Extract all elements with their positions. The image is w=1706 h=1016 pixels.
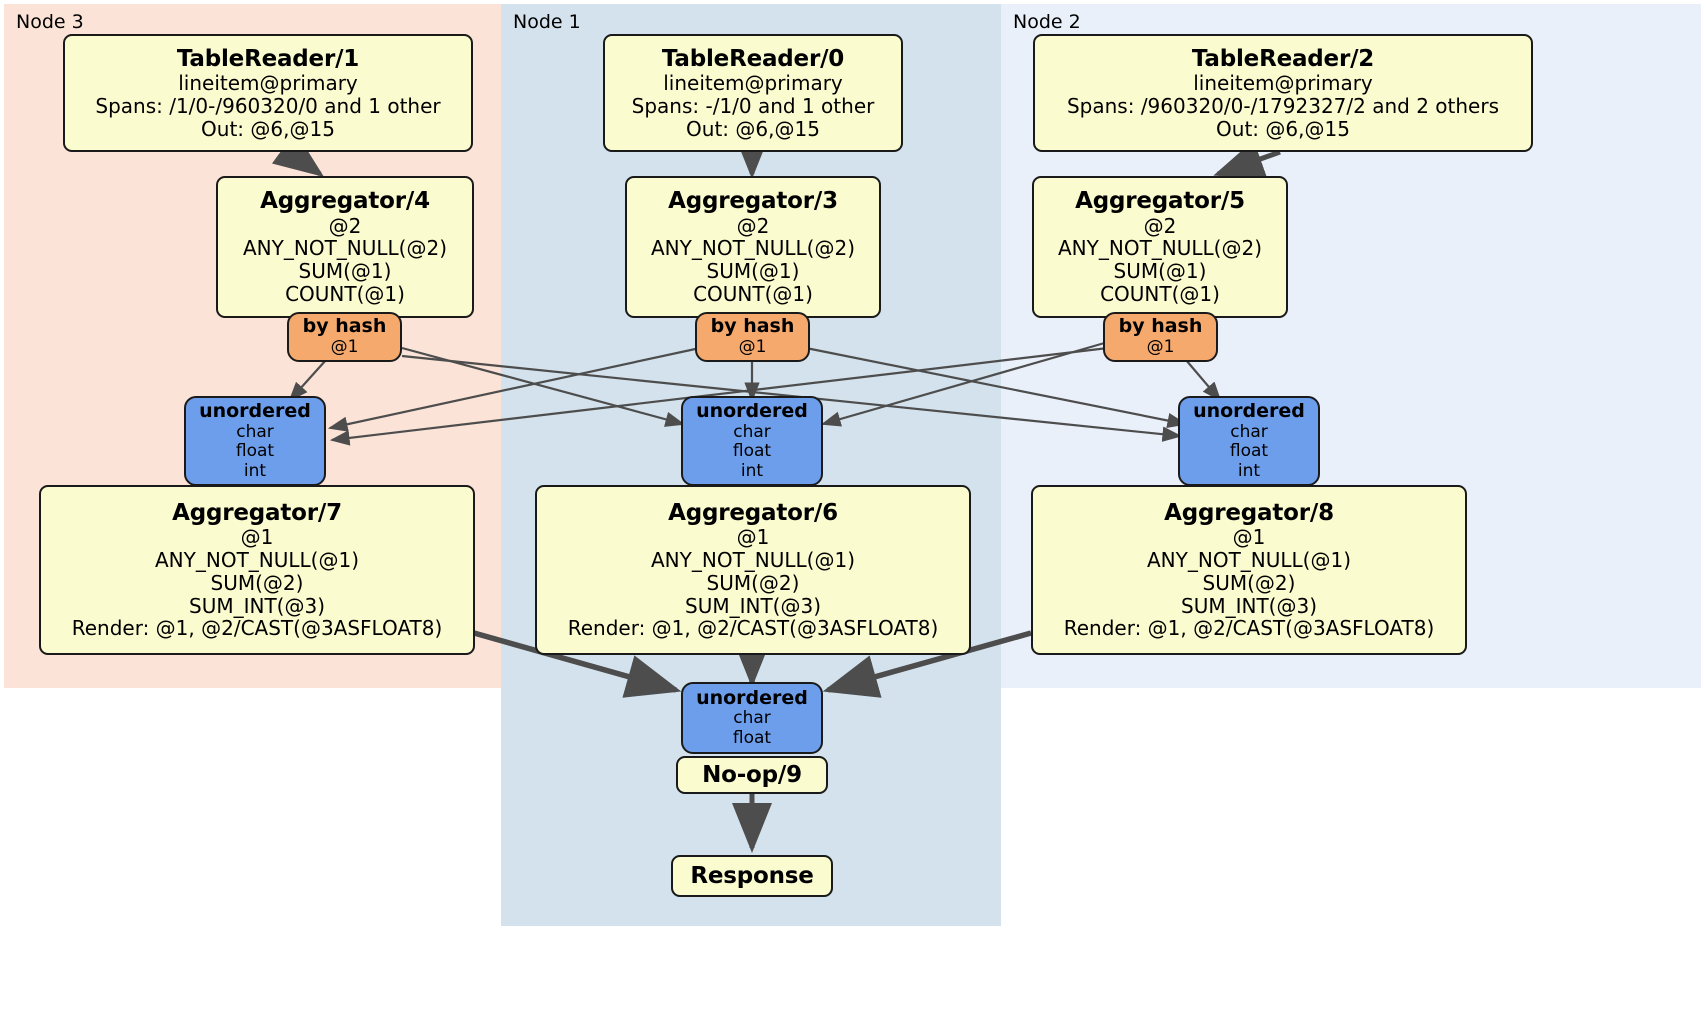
node-panel-label-node1: Node 1 bbox=[513, 11, 581, 33]
aggregator-7-box[interactable]: Aggregator/7 @1 ANY_NOT_NULL(@1) SUM(@2)… bbox=[39, 485, 475, 655]
table-reader-2-table: lineitem@primary bbox=[1193, 70, 1373, 95]
aggregator-5-agg-1: ANY_NOT_NULL(@2) bbox=[1058, 236, 1262, 261]
receiver-unordered-right-type-3: int bbox=[1237, 460, 1261, 481]
aggregator-8-agg-3: SUM_INT(@3) bbox=[1181, 593, 1317, 618]
aggregator-7-agg-2: SUM(@2) bbox=[210, 570, 304, 595]
aggregator-8-title: Aggregator/8 bbox=[1164, 499, 1334, 526]
receiver-unordered-left-type-2: float bbox=[235, 441, 275, 462]
table-reader-1-out: Out: @6,@15 bbox=[201, 116, 335, 141]
table-reader-0-spans: Spans: -/1/0 and 1 other bbox=[631, 93, 875, 118]
response-title: Response bbox=[690, 862, 814, 889]
receiver-unordered-final-type-2: float bbox=[732, 727, 772, 748]
aggregator-5-title: Aggregator/5 bbox=[1075, 188, 1245, 215]
table-reader-0-out: Out: @6,@15 bbox=[686, 116, 820, 141]
aggregator-8-groupcol: @1 bbox=[1232, 525, 1266, 550]
table-reader-1-title: TableReader/1 bbox=[176, 45, 360, 72]
aggregator-6-title: Aggregator/6 bbox=[668, 499, 838, 526]
aggregator-8-agg-1: ANY_NOT_NULL(@1) bbox=[1147, 547, 1351, 572]
table-reader-1-table: lineitem@primary bbox=[178, 70, 358, 95]
receiver-unordered-center-title: unordered bbox=[696, 400, 808, 423]
router-by-hash-left-title: by hash bbox=[302, 315, 387, 338]
receiver-unordered-left-type-1: char bbox=[236, 421, 274, 442]
router-by-hash-right-col: @1 bbox=[1146, 337, 1175, 358]
receiver-unordered-final-type-1: char bbox=[733, 708, 771, 729]
receiver-unordered-right-title: unordered bbox=[1193, 400, 1305, 423]
table-reader-2-box[interactable]: TableReader/2 lineitem@primary Spans: /9… bbox=[1033, 34, 1533, 152]
aggregator-4-agg-3: COUNT(@1) bbox=[285, 281, 405, 306]
aggregator-7-render: Render: @1, @2/CAST(@3ASFLOAT8) bbox=[71, 616, 443, 641]
table-reader-0-box[interactable]: TableReader/0 lineitem@primary Spans: -/… bbox=[603, 34, 903, 152]
router-by-hash-right-title: by hash bbox=[1118, 315, 1203, 338]
aggregator-5-agg-2: SUM(@1) bbox=[1113, 259, 1207, 284]
aggregator-6-agg-1: ANY_NOT_NULL(@1) bbox=[651, 547, 855, 572]
aggregator-3-agg-3: COUNT(@1) bbox=[693, 281, 813, 306]
table-reader-1-box[interactable]: TableReader/1 lineitem@primary Spans: /1… bbox=[63, 34, 473, 152]
aggregator-4-agg-1: ANY_NOT_NULL(@2) bbox=[243, 236, 447, 261]
router-by-hash-center[interactable]: by hash @1 bbox=[695, 312, 810, 362]
aggregator-6-agg-2: SUM(@2) bbox=[706, 570, 800, 595]
receiver-unordered-left-type-3: int bbox=[243, 460, 267, 481]
table-reader-2-out: Out: @6,@15 bbox=[1216, 116, 1350, 141]
aggregator-6-box[interactable]: Aggregator/6 @1 ANY_NOT_NULL(@1) SUM(@2)… bbox=[535, 485, 971, 655]
table-reader-0-table: lineitem@primary bbox=[663, 70, 843, 95]
aggregator-7-agg-1: ANY_NOT_NULL(@1) bbox=[155, 547, 359, 572]
aggregator-6-agg-3: SUM_INT(@3) bbox=[685, 593, 821, 618]
noop-9-title: No-op/9 bbox=[702, 761, 802, 788]
aggregator-5-agg-3: COUNT(@1) bbox=[1100, 281, 1220, 306]
receiver-unordered-left[interactable]: unordered char float int bbox=[184, 396, 326, 486]
aggregator-7-groupcol: @1 bbox=[240, 525, 274, 550]
aggregator-4-agg-2: SUM(@1) bbox=[298, 259, 392, 284]
table-reader-2-title: TableReader/2 bbox=[1191, 45, 1375, 72]
table-reader-0-title: TableReader/0 bbox=[661, 45, 845, 72]
aggregator-5-groupcol: @2 bbox=[1143, 213, 1177, 238]
receiver-unordered-left-title: unordered bbox=[199, 400, 311, 423]
aggregator-3-groupcol: @2 bbox=[736, 213, 770, 238]
aggregator-7-agg-3: SUM_INT(@3) bbox=[189, 593, 325, 618]
aggregator-6-render: Render: @1, @2/CAST(@3ASFLOAT8) bbox=[567, 616, 939, 641]
aggregator-8-agg-2: SUM(@2) bbox=[1202, 570, 1296, 595]
receiver-unordered-center-type-3: int bbox=[740, 460, 764, 481]
router-by-hash-left-col: @1 bbox=[330, 337, 359, 358]
receiver-unordered-right-type-2: float bbox=[1229, 441, 1269, 462]
router-by-hash-center-title: by hash bbox=[710, 315, 795, 338]
receiver-unordered-center-type-1: char bbox=[733, 421, 771, 442]
aggregator-4-title: Aggregator/4 bbox=[260, 188, 430, 215]
receiver-unordered-center-type-2: float bbox=[732, 441, 772, 462]
table-reader-2-spans: Spans: /960320/0-/1792327/2 and 2 others bbox=[1066, 93, 1499, 118]
receiver-unordered-center[interactable]: unordered char float int bbox=[681, 396, 823, 486]
receiver-unordered-final-title: unordered bbox=[696, 686, 808, 709]
aggregator-3-agg-1: ANY_NOT_NULL(@2) bbox=[651, 236, 855, 261]
aggregator-4-groupcol: @2 bbox=[328, 213, 362, 238]
aggregator-7-title: Aggregator/7 bbox=[172, 499, 342, 526]
aggregator-6-groupcol: @1 bbox=[736, 525, 770, 550]
node-panel-label-node2: Node 2 bbox=[1013, 11, 1081, 33]
receiver-unordered-final[interactable]: unordered char float bbox=[681, 682, 823, 754]
aggregator-3-title: Aggregator/3 bbox=[668, 188, 838, 215]
aggregator-4-box[interactable]: Aggregator/4 @2 ANY_NOT_NULL(@2) SUM(@1)… bbox=[216, 176, 474, 318]
receiver-unordered-right[interactable]: unordered char float int bbox=[1178, 396, 1320, 486]
aggregator-8-render: Render: @1, @2/CAST(@3ASFLOAT8) bbox=[1063, 616, 1435, 641]
aggregator-8-box[interactable]: Aggregator/8 @1 ANY_NOT_NULL(@1) SUM(@2)… bbox=[1031, 485, 1467, 655]
aggregator-3-box[interactable]: Aggregator/3 @2 ANY_NOT_NULL(@2) SUM(@1)… bbox=[625, 176, 881, 318]
aggregator-5-box[interactable]: Aggregator/5 @2 ANY_NOT_NULL(@2) SUM(@1)… bbox=[1032, 176, 1288, 318]
node-panel-label-node3: Node 3 bbox=[16, 11, 84, 33]
receiver-unordered-right-type-1: char bbox=[1230, 421, 1268, 442]
response-box[interactable]: Response bbox=[671, 855, 833, 897]
noop-9-box[interactable]: No-op/9 bbox=[676, 756, 828, 794]
router-by-hash-left[interactable]: by hash @1 bbox=[287, 312, 402, 362]
aggregator-3-agg-2: SUM(@1) bbox=[706, 259, 800, 284]
router-by-hash-right[interactable]: by hash @1 bbox=[1103, 312, 1218, 362]
table-reader-1-spans: Spans: /1/0-/960320/0 and 1 other bbox=[95, 93, 441, 118]
router-by-hash-center-col: @1 bbox=[738, 337, 767, 358]
